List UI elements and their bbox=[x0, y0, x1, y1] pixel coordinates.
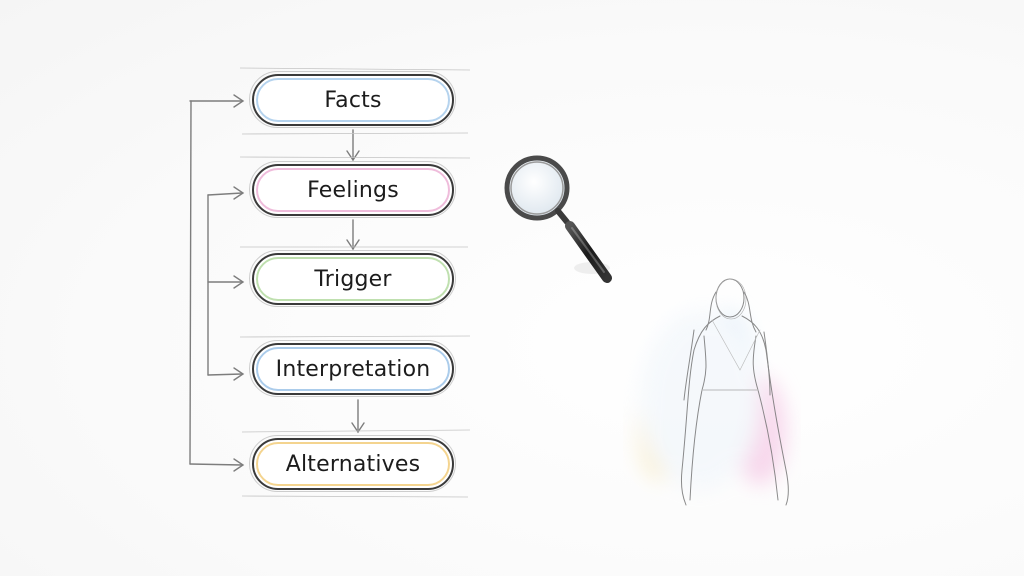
step-label: Alternatives bbox=[285, 451, 421, 477]
step-label: Facts bbox=[324, 87, 382, 113]
step-alternatives: Alternatives bbox=[249, 435, 456, 492]
step-feelings: Feelings bbox=[249, 161, 456, 218]
step-label: Feelings bbox=[307, 177, 399, 203]
step-label: Trigger bbox=[314, 266, 392, 292]
step-trigger: Trigger bbox=[249, 250, 456, 307]
step-interpretation: Interpretation bbox=[249, 340, 456, 397]
step-facts: Facts bbox=[249, 71, 456, 128]
step-label: Interpretation bbox=[275, 356, 431, 382]
